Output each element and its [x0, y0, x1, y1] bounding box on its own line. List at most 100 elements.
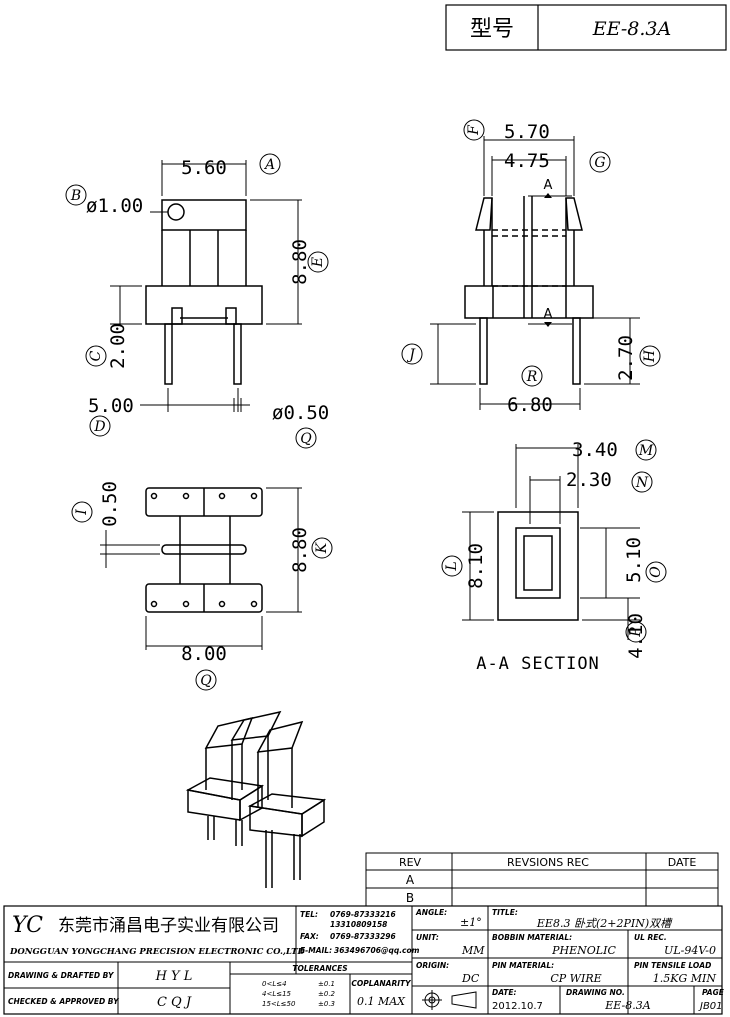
side-pin-left — [479, 317, 488, 385]
side-base-dim: 6.80 — [507, 394, 553, 416]
coplanarity-label: COPLANARITY — [351, 979, 412, 988]
front-width-dim: 5.60 — [181, 157, 227, 179]
drawn-label: DRAWING & DRAFTED BY — [8, 971, 115, 980]
title-label: TITLE: — [492, 908, 518, 917]
model-header: 型号 EE-8.3A — [445, 4, 727, 51]
section-bottom-dim: 4.10 — [625, 613, 647, 659]
checked-value: C Q J — [157, 995, 192, 1010]
top-gap-ref: I — [74, 509, 90, 516]
section-outer-w-ref: M — [638, 443, 654, 459]
side-inner-ref: G — [594, 155, 605, 171]
origin-value: DC — [461, 972, 480, 985]
fax-value: 0769-87333296 — [330, 932, 396, 941]
section-outer-w-dim: 3.40 — [572, 439, 618, 461]
section-outer-h-dim: 8.10 — [465, 543, 487, 589]
title-block: YC 东莞市涌昌电子实业有限公司 DONGGUAN YONGCHANG PREC… — [3, 905, 725, 1015]
tel-label: TEL: — [300, 910, 318, 919]
top-center-divider — [161, 544, 247, 555]
drawn-value: H Y L — [155, 969, 193, 984]
section-inner-h-ref: O — [648, 566, 664, 578]
section-inner-h-dim: 5.10 — [623, 537, 645, 583]
side-section-mark-bottom: A — [544, 307, 553, 322]
fax-label: FAX: — [300, 932, 319, 941]
side-pin-right — [572, 317, 581, 385]
bobbin-value: PHENOLIC — [551, 944, 616, 957]
tel-1: 0769-87333216 — [330, 910, 396, 919]
top-width-dim: 8.00 — [181, 643, 227, 665]
front-pin-dia-dim: ø0.50 — [272, 402, 329, 424]
tol-value-2: ±0.2 — [318, 990, 336, 998]
side-outer-dim: 5.70 — [504, 121, 550, 143]
section-view: 3.40 M 2.30 N L 8.10 5.10 O 4.10 P A-A S… — [441, 439, 667, 674]
checked-label: CHECKED & APPROVED BY — [8, 997, 120, 1006]
pin-material-value: CP WIRE — [550, 972, 601, 985]
projection-symbol — [422, 990, 477, 1010]
isometric-view — [185, 710, 327, 888]
section-title: A-A SECTION — [476, 654, 600, 674]
side-outer-ref: F — [466, 124, 482, 136]
date-value: 2012.10.7 — [492, 1001, 543, 1012]
front-view: 5.60 A B ø1.00 8.80 E C 2.00 5.00 D ø0.5… — [65, 153, 329, 449]
front-base — [145, 285, 263, 325]
section-outer — [497, 511, 579, 621]
company-name-en: DONGGUAN YONGCHANG PRECISION ELECTRONIC … — [9, 947, 306, 957]
rev-col-rev: REV — [399, 856, 422, 869]
side-section-mark-top: A — [544, 178, 553, 193]
tol-value-1: ±0.1 — [318, 980, 335, 988]
side-pin-proj-ref: H — [642, 349, 658, 363]
page-label: PAGE — [702, 988, 725, 997]
title-value: EE8.3 卧式(2+2PIN)双槽 — [536, 917, 673, 930]
front-hole-ref: B — [70, 188, 81, 204]
bobbin-label: BOBBIN MATERIAL: — [492, 933, 572, 942]
drawing-no-label: DRAWING NO. — [566, 988, 625, 997]
front-upper-flange — [161, 199, 247, 231]
email-label: E-MAIL: — [300, 946, 332, 955]
tel-2: 13310809158 — [330, 920, 387, 929]
front-pin-left — [164, 323, 173, 385]
company-logo: YC — [12, 913, 43, 938]
tol-range-3: 15<L≤50 — [262, 1000, 296, 1008]
front-hole — [167, 203, 185, 221]
tensile-label: PIN TENSILE LOAD — [634, 961, 711, 970]
email-value: 363496706@qq.com — [334, 946, 420, 955]
top-height-ref: K — [314, 541, 330, 554]
rev-col-date: DATE — [668, 856, 697, 869]
front-pin-len-dim: 2.00 — [107, 323, 129, 369]
ul-value: UL-94V-0 — [664, 944, 716, 957]
side-inner-dim: 4.75 — [504, 150, 550, 172]
section-outer-h-ref: L — [444, 561, 460, 571]
side-base — [464, 285, 594, 319]
side-pin-len-ref: J — [406, 347, 416, 363]
front-pin-len-ref: C — [88, 350, 104, 361]
tensile-value: 1.5KG MIN — [653, 972, 717, 985]
tol-value-3: ±0.3 — [318, 1000, 335, 1008]
front-pin-right — [233, 323, 242, 385]
rev-row-a: A — [406, 873, 415, 887]
pin-material-label: PIN MATERIAL: — [492, 961, 554, 970]
drawing-no-value: EE-8.3A — [604, 999, 650, 1012]
rev-col-rec: REVSIONS REC — [507, 856, 589, 869]
rev-row-b: B — [406, 891, 414, 905]
front-height-ref: E — [310, 257, 326, 268]
top-height-dim: 8.80 — [289, 527, 311, 573]
page-value: JB01 — [698, 1001, 723, 1012]
tolerances-label: TOLERANCES — [292, 964, 347, 973]
date-label: DATE: — [492, 988, 517, 997]
front-pin-dia-ref: Q — [300, 431, 312, 447]
revision-table: REV REVSIONS REC DATE A B — [365, 852, 719, 907]
section-inner-w-dim: 2.30 — [566, 469, 612, 491]
unit-value: MM — [461, 944, 485, 957]
front-height-dim: 8.80 — [289, 239, 311, 285]
tol-range-1: 0<L≤4 — [262, 980, 287, 988]
front-width-ref: A — [263, 157, 275, 173]
model-value: EE-8.3A — [592, 18, 671, 40]
unit-label: UNIT: — [416, 933, 439, 942]
section-bottom-ref: P — [628, 627, 644, 638]
side-pin-proj-dim: 2.70 — [615, 335, 637, 381]
company-name-cn: 东莞市涌昌电子实业有限公司 — [58, 916, 279, 936]
tol-range-2: 4<L≤15 — [262, 990, 292, 998]
angle-label: ANGLE: — [415, 908, 447, 917]
top-width-ref: Q — [200, 673, 212, 689]
side-view: F 5.70 4.75 G A A J R 6.80 2.70 H — [401, 119, 661, 416]
